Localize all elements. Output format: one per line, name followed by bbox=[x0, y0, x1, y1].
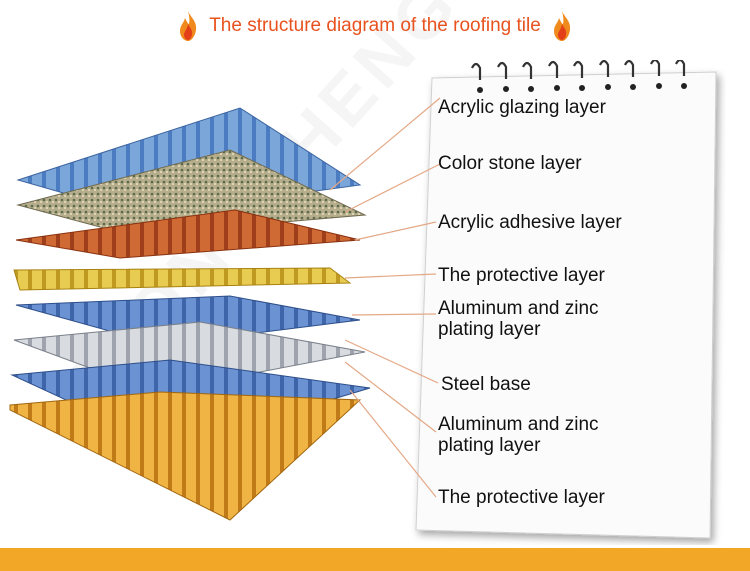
layer-protective-bottom bbox=[9, 391, 362, 521]
flame-icon bbox=[553, 11, 570, 41]
title-text: The structure diagram of the roofing til… bbox=[209, 15, 541, 36]
page-title: The structure diagram of the roofing til… bbox=[0, 10, 750, 42]
label-protective-bottom: The protective layer bbox=[438, 487, 605, 508]
label-protective-top: The protective layer bbox=[438, 265, 605, 286]
bottom-bar bbox=[0, 548, 750, 571]
label-acrylic-adhesive: Acrylic adhesive layer bbox=[438, 212, 622, 233]
spiral-rings bbox=[471, 60, 687, 93]
label-aluminum-zinc-bottom: Aluminum and zinc plating layer bbox=[438, 414, 599, 456]
label-aluminum-zinc-top: Aluminum and zinc plating layer bbox=[438, 298, 599, 340]
notebook-page bbox=[415, 60, 717, 539]
layer-acrylic-adhesive bbox=[15, 209, 361, 259]
label-color-stone: Color stone layer bbox=[438, 153, 582, 174]
label-steel-base: Steel base bbox=[441, 374, 531, 395]
layer-color-stone bbox=[16, 149, 367, 236]
layer-protective-top bbox=[13, 267, 352, 291]
flame-icon bbox=[180, 11, 197, 41]
label-acrylic-glazing: Acrylic glazing layer bbox=[438, 97, 606, 118]
leader-lines bbox=[329, 97, 441, 498]
